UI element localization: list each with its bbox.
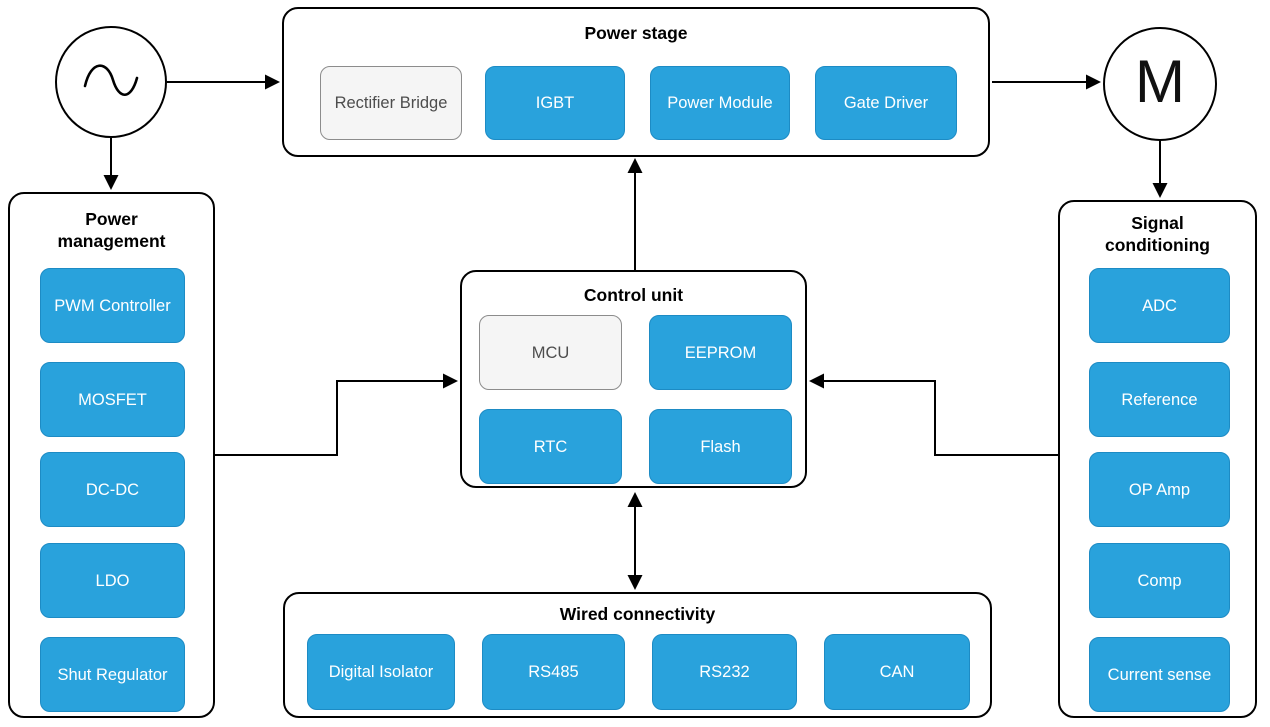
block-rs485: RS485 [482,634,625,710]
block-comp: Comp [1089,543,1230,618]
arrow-power-stage-to-motor [992,74,1101,90]
block-adc: ADC [1089,268,1230,343]
wired-connectivity-title: Wired connectivity [559,604,716,624]
arrow-power-management-to-control-unit [215,373,458,456]
power-management-group: Power management PWM Controller MOSFET D… [8,192,215,718]
power-stage-group: Power stage Rectifier Bridge IGBT Power … [282,7,990,157]
block-eeprom: EEPROM [649,315,792,390]
block-current-sense: Current sense [1089,637,1230,712]
block-dc-dc: DC-DC [40,452,185,527]
block-can: CAN [824,634,970,710]
control-unit-title: Control unit [583,285,684,305]
ac-source-node [55,26,167,138]
block-rtc: RTC [479,409,622,484]
block-digital-isolator: Digital Isolator [307,634,455,710]
power-stage-title: Power stage [584,23,688,43]
block-op-amp: OP Amp [1089,452,1230,527]
motor-node: M [1103,27,1217,141]
signal-conditioning-group: Signal conditioning ADC Reference OP Amp… [1058,200,1257,718]
block-flash: Flash [649,409,792,484]
block-pwm-controller: PWM Controller [40,268,185,343]
motor-label: M [1135,48,1185,115]
arrow-ac-to-power-stage [167,74,280,90]
power-management-title: Power management [57,209,166,251]
arrow-control-unit-to-power-stage [627,158,643,270]
arrow-signal-conditioning-to-control-unit [809,373,1058,456]
arrow-motor-to-signal-conditioning [1152,141,1168,198]
block-shut-regulator: Shut Regulator [40,637,185,712]
arrow-ac-to-power-management [103,138,119,190]
block-mosfet: MOSFET [40,362,185,437]
block-rs232: RS232 [652,634,797,710]
block-power-module: Power Module [650,66,790,140]
sine-wave-icon [75,56,147,109]
signal-conditioning-title: Signal conditioning [1105,213,1210,255]
block-igbt: IGBT [485,66,625,140]
wired-connectivity-group: Wired connectivity Digital Isolator RS48… [283,592,992,718]
control-unit-group: Control unit MCU EEPROM RTC Flash [460,270,807,488]
block-gate-driver: Gate Driver [815,66,957,140]
block-ldo: LDO [40,543,185,618]
arrow-control-unit-wired-connectivity-bidirectional [627,492,643,590]
block-reference: Reference [1089,362,1230,437]
block-rectifier-bridge: Rectifier Bridge [320,66,462,140]
block-mcu: MCU [479,315,622,390]
